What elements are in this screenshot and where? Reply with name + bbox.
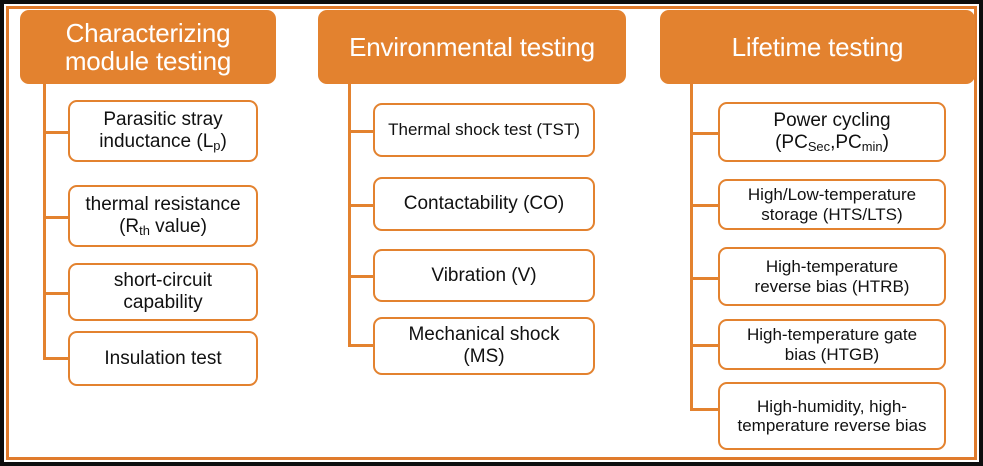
node-label: High-temperature reverse bias (HTRB) <box>754 257 910 296</box>
node-insulation-test[interactable]: Insulation test <box>68 331 258 386</box>
header-label: Characterizing module testing <box>64 17 232 76</box>
header-environmental-testing[interactable]: Environmental testing <box>318 10 626 84</box>
node-label: short-circuit capability <box>113 270 213 313</box>
node-label: High-temperature gate bias (HTGB) <box>746 325 918 364</box>
node-high-low-temperature-storage[interactable]: High/Low-temperature storage (HTS/LTS) <box>718 179 946 230</box>
connector-branch-col1-0 <box>43 131 71 134</box>
node-thermal-shock-test[interactable]: Thermal shock test (TST) <box>373 103 595 157</box>
connector-branch-col3-0 <box>690 132 720 135</box>
node-label: thermal resistance (Rth value) <box>85 194 241 239</box>
header-lifetime-testing[interactable]: Lifetime testing <box>660 10 975 84</box>
node-high-temperature-reverse-bias[interactable]: High-temperature reverse bias (HTRB) <box>718 247 946 306</box>
node-label: Insulation test <box>104 347 222 369</box>
node-label: Contactability (CO) <box>403 193 565 215</box>
connector-branch-col1-2 <box>43 292 71 295</box>
node-label: High/Low-temperature storage (HTS/LTS) <box>747 185 917 224</box>
connector-branch-col3-2 <box>690 277 720 280</box>
connector-branch-col2-0 <box>348 130 376 133</box>
node-label: Thermal shock test (TST) <box>388 120 580 140</box>
node-contactability[interactable]: Contactability (CO) <box>373 177 595 231</box>
header-label: Environmental testing <box>349 31 595 62</box>
header-label: Lifetime testing <box>731 31 904 62</box>
node-label: Vibration (V) <box>431 264 537 286</box>
connector-trunk-col3 <box>690 84 693 411</box>
diagram-canvas: Characterizing module testing Parasitic … <box>4 4 979 462</box>
node-parasitic-stray-inductance[interactable]: Parasitic stray inductance (Lp) <box>68 100 258 162</box>
connector-branch-col3-3 <box>690 344 720 347</box>
node-power-cycling[interactable]: Power cycling (PCSec,PCmin) <box>718 102 946 162</box>
node-high-temperature-gate-bias[interactable]: High-temperature gate bias (HTGB) <box>718 319 946 370</box>
node-label: Power cycling (PCSec,PCmin) <box>773 110 891 155</box>
header-characterizing-module-testing[interactable]: Characterizing module testing <box>20 10 276 84</box>
connector-branch-col2-3 <box>348 344 376 347</box>
connector-trunk-col2 <box>348 84 351 346</box>
node-label: Mechanical shock (MS) <box>408 324 560 367</box>
node-vibration[interactable]: Vibration (V) <box>373 249 595 302</box>
connector-branch-col2-2 <box>348 275 376 278</box>
connector-branch-col2-1 <box>348 204 376 207</box>
node-label: High-humidity, high- temperature reverse… <box>737 396 927 435</box>
connector-branch-col1-1 <box>43 216 71 219</box>
node-high-humidity-high-temperature-reverse-bias[interactable]: High-humidity, high- temperature reverse… <box>718 382 946 450</box>
node-label: Parasitic stray inductance (Lp) <box>99 109 227 154</box>
node-thermal-resistance[interactable]: thermal resistance (Rth value) <box>68 185 258 247</box>
connector-branch-col1-3 <box>43 357 71 360</box>
connector-branch-col3-1 <box>690 204 720 207</box>
node-short-circuit-capability[interactable]: short-circuit capability <box>68 263 258 321</box>
node-mechanical-shock[interactable]: Mechanical shock (MS) <box>373 317 595 375</box>
connector-trunk-col1 <box>43 84 46 359</box>
connector-branch-col3-4 <box>690 408 720 411</box>
